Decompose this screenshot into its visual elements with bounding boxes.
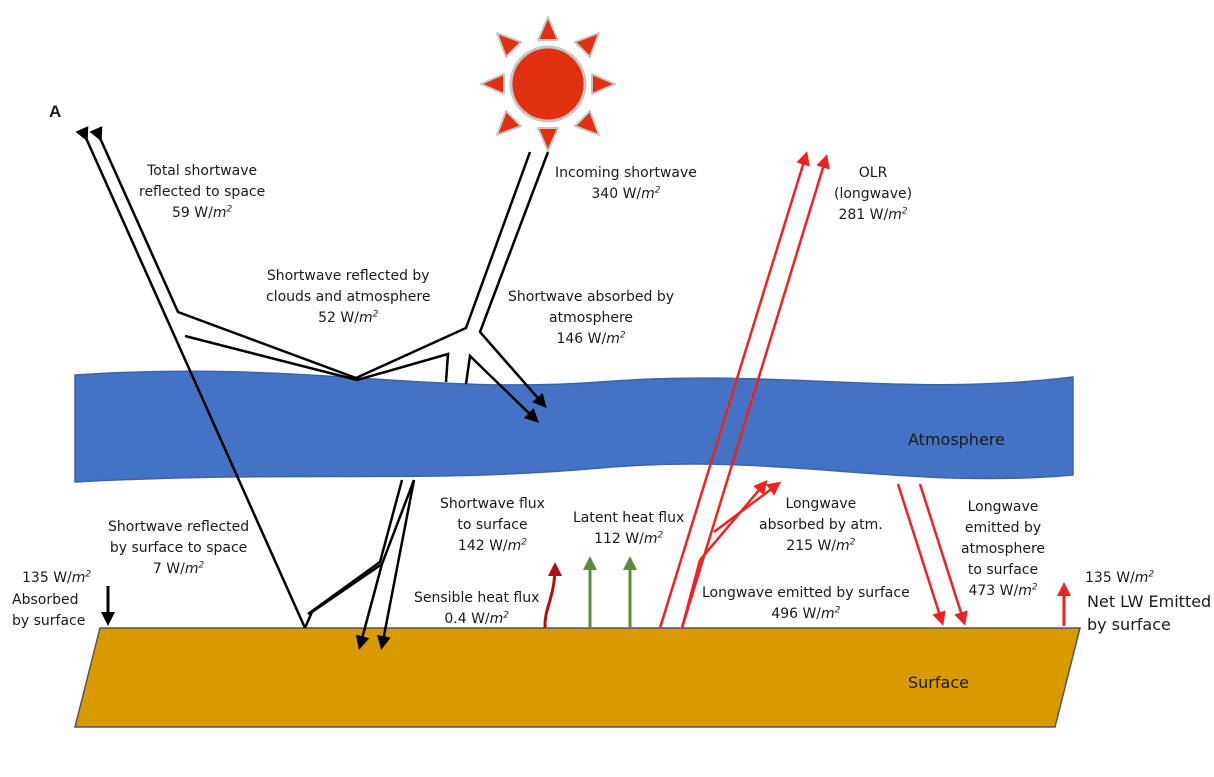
lw-emitted-surface-title: Longwave emitted by surface (702, 585, 910, 601)
lw-emitted-atm-label: Longwave emitted by atmosphere to surfac… (961, 497, 1045, 602)
sensible-title: Sensible heat flux (414, 590, 540, 606)
flux-surface-label: Shortwave flux to surface 142 W/m2 (440, 494, 545, 557)
absorbed-surface-title: Absorbed by surface (12, 590, 85, 632)
lw-emitted-atm-title-1: Longwave (967, 499, 1039, 515)
reflected-surface-title-1: Shortwave reflected (108, 519, 250, 535)
latent-title: Latent heat flux (573, 510, 685, 526)
lw-absorbed-title-2: absorbed by atm. (759, 517, 883, 533)
absorbed-atm-title-2: atmosphere (549, 310, 634, 326)
absorbed-atm-title-1: Shortwave absorbed by (508, 289, 675, 305)
total-reflected-title-2: reflected to space (139, 184, 266, 200)
flux-surface-title-2: to surface (457, 517, 528, 533)
sensible-label: Sensible heat flux 0.4 W/m2 (414, 588, 539, 630)
reflected-surface-value: 7 W/m2 (152, 560, 205, 577)
lw-absorbed-label: Longwave absorbed by atm. 215 W/m2 (759, 494, 883, 557)
latent-label: Latent heat flux 112 W/m2 (573, 508, 684, 550)
net-lw-title: Net LW Emitted by surface (1087, 590, 1211, 636)
surface-label: Surface (908, 673, 969, 692)
shortwave-pipes (75, 126, 550, 650)
longwave-pipes (658, 151, 1071, 629)
latent-heat-arrows (583, 556, 637, 628)
surface-block (74, 627, 1081, 728)
panel-label: A (49, 102, 62, 121)
lw-absorbed-title-1: Longwave (785, 496, 857, 512)
absorbed-surface-title-2: by surface (12, 613, 86, 629)
atmosphere-label: Atmosphere (908, 430, 1005, 449)
lw-emitted-atm-title-2: emitted by (964, 520, 1042, 536)
reflected-clouds-value: 52 W/m2 (318, 309, 379, 326)
reflected-clouds-title-2: clouds and atmosphere (266, 289, 431, 305)
latent-value: 112 W/m2 (594, 530, 664, 547)
net-lw-title-1: Net LW Emitted (1087, 592, 1212, 611)
absorbed-surface-title-1: Absorbed (12, 592, 79, 608)
net-lw-value: 135 W/m2 (1085, 569, 1155, 586)
reflected-surface-title-2: by surface to space (109, 540, 248, 556)
sensible-heat-arrow (543, 562, 562, 629)
reflected-clouds-label: Shortwave reflected by clouds and atmosp… (266, 266, 430, 329)
net-lw-title-2: by surface (1087, 615, 1171, 634)
absorbed-atm-label: Shortwave absorbed by atmosphere 146 W/m… (508, 287, 674, 350)
flux-surface-value: 142 W/m2 (457, 537, 528, 554)
olr-label: OLR (longwave) 281 W/m2 (834, 163, 912, 226)
sun-icon (480, 16, 616, 152)
atmosphere-band (74, 370, 1074, 483)
olr-title-1: OLR (858, 165, 888, 181)
incoming-shortwave-title: Incoming shortwave (555, 165, 697, 181)
olr-title-2: (longwave) (834, 186, 913, 202)
incoming-shortwave-value: 340 W/m2 (591, 185, 661, 202)
lw-absorbed-value: 215 W/m2 (786, 537, 856, 554)
absorbed-surface-value: 135 W/m2 (22, 569, 92, 586)
lw-emitted-surface-value: 496 W/m2 (771, 605, 841, 622)
incoming-shortwave-label: Incoming shortwave 340 W/m2 (555, 163, 697, 205)
absorbed-atm-value: 146 W/m2 (556, 330, 626, 347)
reflected-clouds-title-1: Shortwave reflected by (266, 268, 430, 284)
lw-emitted-atm-title-4: to surface (967, 562, 1039, 578)
olr-value: 281 W/m2 (838, 206, 908, 223)
total-reflected-label: Total shortwave reflected to space 59 W/… (139, 161, 265, 224)
reflected-surface-label: Shortwave reflected by surface to space … (108, 517, 249, 580)
lw-emitted-atm-value: 473 W/m2 (968, 582, 1038, 599)
sensible-value: 0.4 W/m2 (444, 610, 510, 627)
lw-emitted-surface-label: Longwave emitted by surface 496 W/m2 (702, 583, 910, 625)
total-reflected-title-1: Total shortwave (147, 163, 258, 179)
flux-surface-title-1: Shortwave flux (440, 496, 545, 512)
total-reflected-value: 59 W/m2 (172, 204, 233, 221)
lw-emitted-atm-title-3: atmosphere (961, 541, 1045, 557)
